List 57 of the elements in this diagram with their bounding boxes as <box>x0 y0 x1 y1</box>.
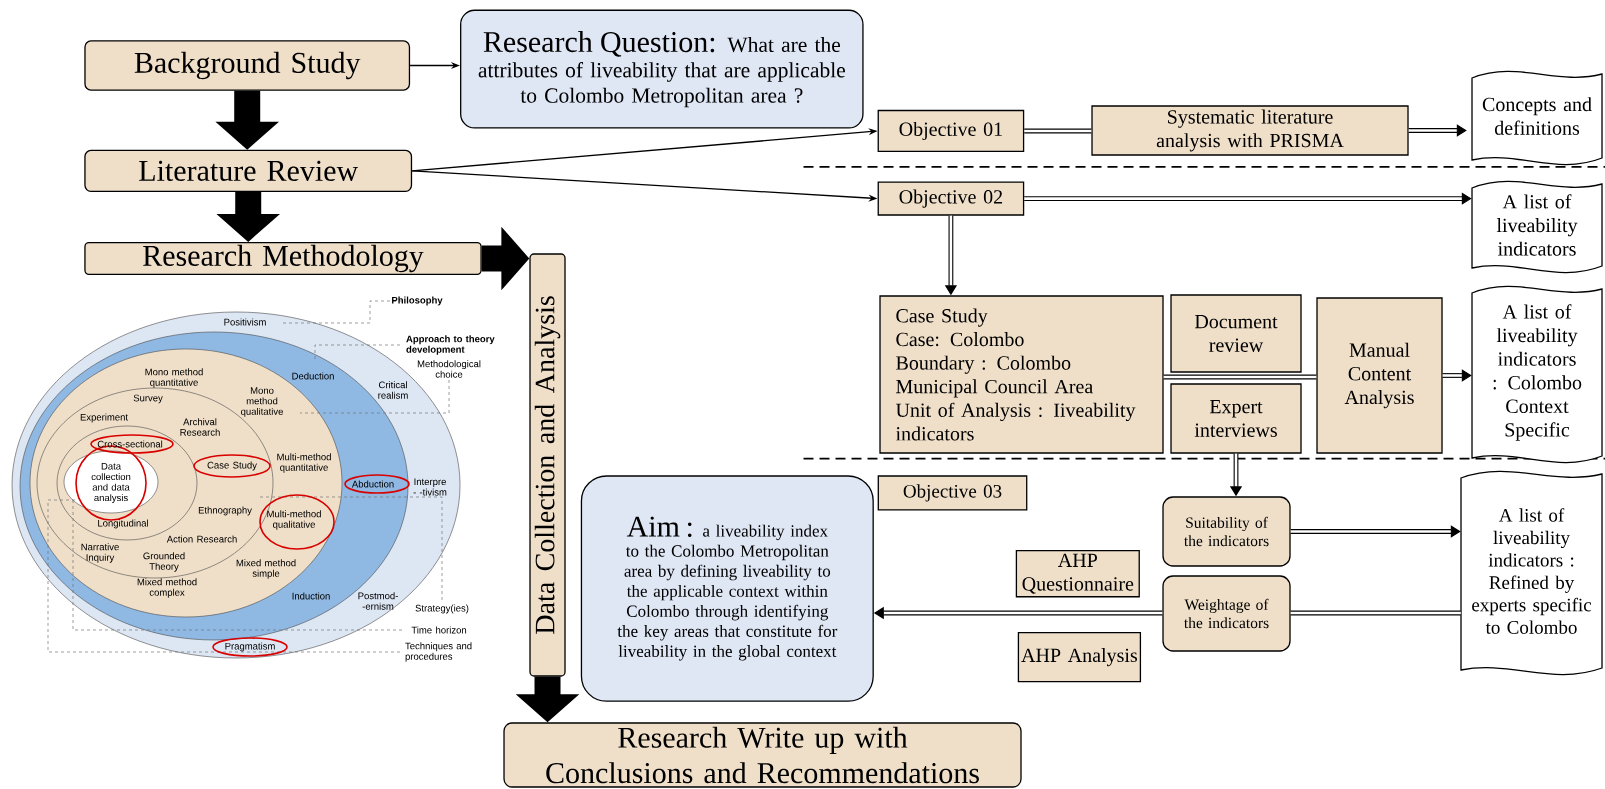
onion-label: Data collection and data analysis <box>91 463 131 503</box>
objective-box: Objective 03 <box>877 475 1028 511</box>
method-box: AHP Analysis <box>1017 631 1142 683</box>
arrow <box>1290 525 1461 538</box>
process-box: Background Study <box>84 40 411 91</box>
onion-label: Narrative Inquiry <box>81 543 119 563</box>
onion-label: Mixed method complex <box>137 578 197 598</box>
onion-label: Deduction <box>292 372 334 380</box>
onion-label: Survey <box>133 394 163 404</box>
objective-box: Objective 02 <box>877 181 1025 216</box>
onion-label: Induction <box>292 592 330 600</box>
method-box: Expert interviews <box>1170 383 1302 454</box>
onion-label: Interpre - -tivism <box>413 478 447 496</box>
method-box: Systematic literature analysis with PRISMA <box>1091 105 1409 156</box>
connector-line <box>1024 128 1092 134</box>
question-box: Research Question: What are the attributes of liveability that are applicable to Colombo Metropolitan area ? <box>460 9 864 129</box>
method-box: AHP Questionnaire <box>1015 550 1140 598</box>
onion-label: Case Study <box>207 461 257 471</box>
arrow <box>1408 124 1467 137</box>
onion-label: Postmod- -ernism <box>358 592 398 610</box>
onion-label: Ethnography <box>198 506 252 516</box>
process-box: Research Methodology <box>84 242 482 275</box>
onion-label: Positivism <box>224 318 266 326</box>
onion-label: Techniques and procedures <box>405 642 472 662</box>
onion-label: Methodological choice <box>417 360 481 378</box>
connector-line <box>1290 610 1461 616</box>
onion-label: Longitudinal <box>98 519 148 529</box>
connector-line <box>1163 374 1317 380</box>
onion-label: Mono method quantitative <box>145 368 203 388</box>
onion-label: Approach to theory development <box>406 335 495 355</box>
onion-label: Mixed method simple <box>236 559 296 579</box>
onion-label: Multi-method quantitative <box>277 453 331 473</box>
onion-label: Grounded Theory <box>143 552 185 572</box>
onion-label: Strategy(ies) <box>415 604 469 614</box>
onion-label: Cross-sectional <box>97 440 163 448</box>
case-study-box: Case Study Case: Colombo Boundary : Colombo Municipal Council Area Unit of Analysis : Iiveability indicators <box>879 295 1164 454</box>
onion-label: Experiment <box>80 413 128 423</box>
onion-label: Action Research <box>166 535 237 543</box>
process-box: Literature Review <box>84 149 413 192</box>
aim-box: Aim : a liveability index to the Colombo Metropolitan area by defining liveability to the applicable context within Colombo through identifying the key areas that constitute for liveability in the global context <box>580 475 874 702</box>
onion-label: Archival Research <box>180 418 220 436</box>
step-box: Suitability of the indicators <box>1162 496 1291 567</box>
onion-label: Multi-method qualitative <box>267 510 321 530</box>
onion-label: Philosophy <box>392 296 443 306</box>
onion-label: Abduction <box>351 480 394 488</box>
method-box: Document review <box>1170 294 1302 373</box>
step-box: Weightage of the indicators <box>1162 575 1291 652</box>
onion-label: Mono method qualitative <box>241 387 283 417</box>
method-box: Manual Content Analysis <box>1316 297 1443 454</box>
onion-label: Critical realism <box>378 381 408 399</box>
process-box: Data Collection and Analysis <box>529 253 566 677</box>
arrow <box>1024 192 1472 205</box>
onion-label: Pragmatism <box>225 642 275 652</box>
onion-label: Time horizon <box>411 626 467 634</box>
objective-box: Objective 01 <box>877 109 1025 153</box>
process-box: Research Write up with Conclusions and Recommendations <box>503 722 1022 788</box>
arrow <box>1442 369 1472 382</box>
